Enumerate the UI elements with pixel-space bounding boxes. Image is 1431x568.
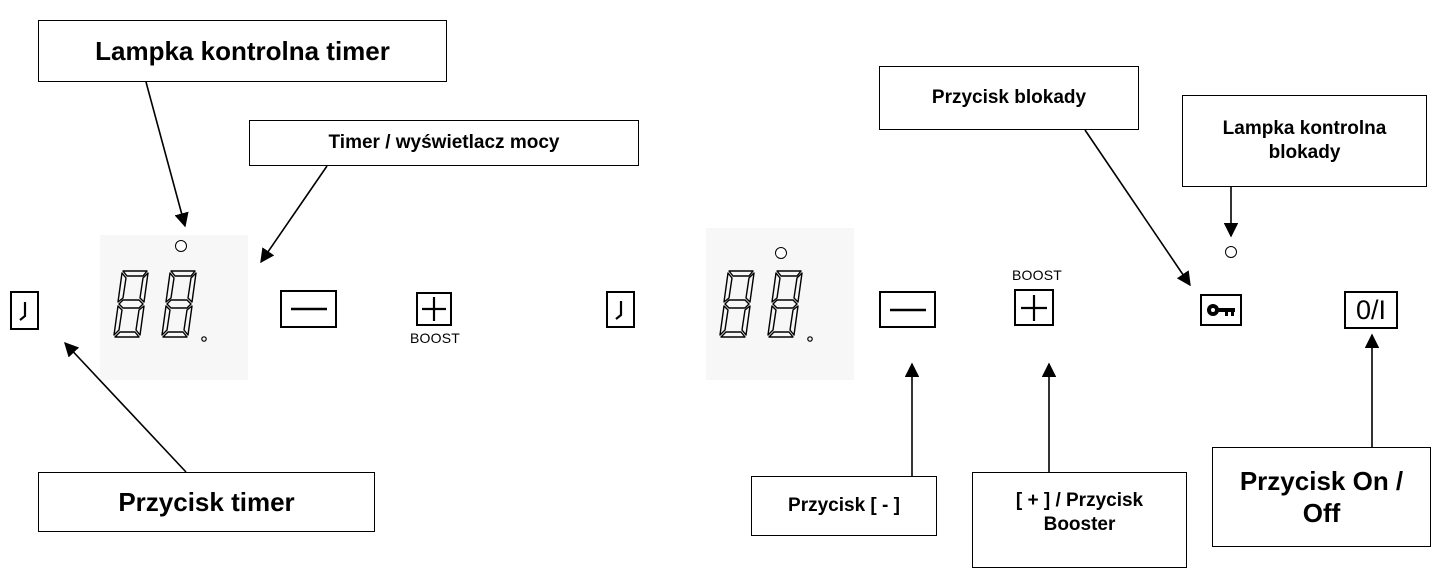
callout-onoff-button-text-2: Off [1302,498,1341,528]
minus-button-left[interactable] [280,290,337,328]
callout-timer-lamp-text: Lampka kontrolna timer [95,35,390,66]
plus-icon [1021,294,1047,321]
arrow-timer-lamp [145,81,189,228]
plus-icon [422,297,446,321]
timer-led-right [775,247,787,259]
arrow-lock-button [1084,129,1191,287]
clock-icon [18,301,26,321]
minus-icon [889,308,926,311]
callout-plus-button: [ + ] / Przycisk Booster [972,472,1187,568]
callout-lock-lamp: Lampka kontrolna blokady [1182,95,1427,187]
callout-plus-button-text-1: [ + ] / Przycisk [1015,490,1144,511]
callout-onoff-button: Przycisk On / Off [1212,447,1431,547]
minus-button-right[interactable] [879,291,936,328]
lock-button[interactable] [1200,294,1242,326]
key-icon [1207,304,1235,316]
minus-icon [290,307,327,311]
callout-plus-button-text-2: Booster [1043,513,1116,535]
callout-timer-button-text: Przycisk timer [118,486,295,517]
callout-minus-button-text: Przycisk [ - ] [788,495,900,517]
timer-button-left[interactable] [10,291,39,330]
plus-button-right[interactable] [1014,289,1054,326]
boost-label-left: BOOST [410,330,461,346]
arrow-timer-display [260,165,328,264]
callout-lock-lamp-text-2: blokady [1268,142,1341,163]
clock-icon [614,300,622,320]
callout-minus-button: Przycisk [ - ] [751,476,937,536]
callout-timer-button: Przycisk timer [38,472,375,532]
callout-timer-display-text: Timer / wyświetlacz mocy [328,132,560,154]
onoff-symbol: 0/I [1355,294,1387,325]
onoff-button[interactable]: 0/I [1344,291,1398,329]
callout-lock-button: Przycisk blokady [879,66,1139,130]
display-background-left [100,235,248,380]
callout-onoff-button-text-1: Przycisk On / [1239,465,1404,496]
boost-label-right: BOOST [1012,267,1063,283]
timer-button-right[interactable] [606,291,635,328]
callout-timer-lamp: Lampka kontrolna timer [38,20,447,82]
timer-led-left [175,240,187,252]
callout-lock-lamp-text-1: Lampka kontrolna [1222,118,1387,140]
callout-lock-button-text: Przycisk blokady [931,87,1087,109]
plus-button-left[interactable] [416,292,452,326]
callout-timer-display: Timer / wyświetlacz mocy [249,120,639,166]
lock-led [1225,246,1237,258]
